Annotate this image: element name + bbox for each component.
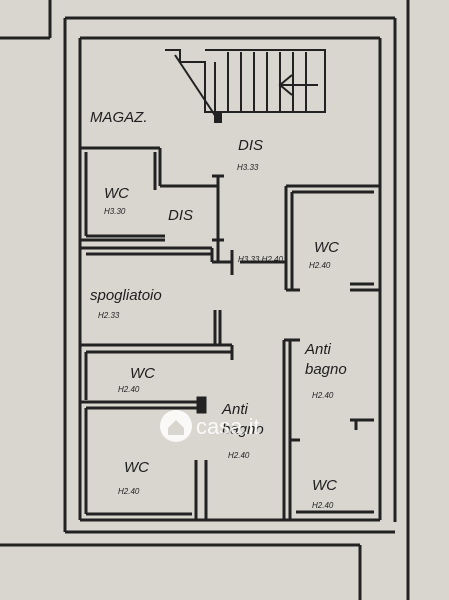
room-label-wc-bottom-right: WC <box>312 477 337 494</box>
room-label-wc-top-left: WC <box>104 185 129 202</box>
room-label-spogliatoio: spogliatoio <box>90 287 162 304</box>
room-height-dis-main: H3.33 <box>237 163 259 172</box>
room-labels: MAGAZ. DIS H3.33 WC H3.30 DIS H3.33 H2.4… <box>90 109 347 510</box>
room-height-wc-bottom-right: H2.40 <box>312 501 334 510</box>
room-height-spogliatoio: H2.33 <box>98 311 120 320</box>
room-height-wc-mid-left: H2.40 <box>118 385 140 394</box>
room-height-wc-bottom-left: H2.40 <box>118 487 140 496</box>
room-height-anti-right: H2.40 <box>312 391 334 400</box>
staircase <box>165 49 326 123</box>
watermark: casa.it <box>160 410 260 442</box>
house-icon <box>160 410 192 442</box>
interior-walls <box>80 146 380 520</box>
room-height-wc-right-top: H2.40 <box>309 261 331 270</box>
room-label-magaz: MAGAZ. <box>90 109 148 126</box>
room-label-wc-bottom-left: WC <box>124 459 149 476</box>
room-label-dis-small: DIS <box>168 207 193 224</box>
room-label-dis-main: DIS <box>238 137 263 154</box>
room-label-wc-right-top: WC <box>314 239 339 256</box>
room-label-wc-mid-left: WC <box>130 365 155 382</box>
room-height-corridor: H3.33 H2.40 <box>238 255 283 264</box>
room-height-wc-top-left: H3.30 <box>104 207 126 216</box>
watermark-text: casa.it <box>196 414 260 439</box>
room-height-anti-center: H2.40 <box>228 451 250 460</box>
outer-walls <box>0 0 410 600</box>
